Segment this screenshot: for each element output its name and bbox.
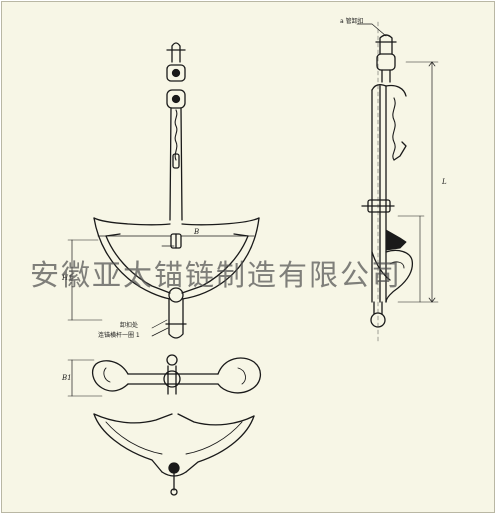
- crown-section-view: [93, 413, 255, 496]
- plan-dimension-b1-label: B1: [62, 374, 72, 382]
- side-view: [356, 21, 439, 343]
- front-dimension-b-label: B: [194, 228, 200, 236]
- front-note-shackle-label: 卸扣处: [120, 322, 139, 329]
- front-view: [67, 42, 260, 339]
- front-note-crossbar-label: 连锚横杆一圈 1: [98, 332, 140, 339]
- plan-view: [67, 354, 261, 397]
- side-top-note-label: a 管卸扣: [340, 18, 364, 25]
- company-watermark: 安徽亚太锚链制造有限公司: [30, 258, 403, 292]
- front-dimension-h1-label: H1: [62, 274, 73, 282]
- side-dimension-l-label: L: [442, 178, 447, 186]
